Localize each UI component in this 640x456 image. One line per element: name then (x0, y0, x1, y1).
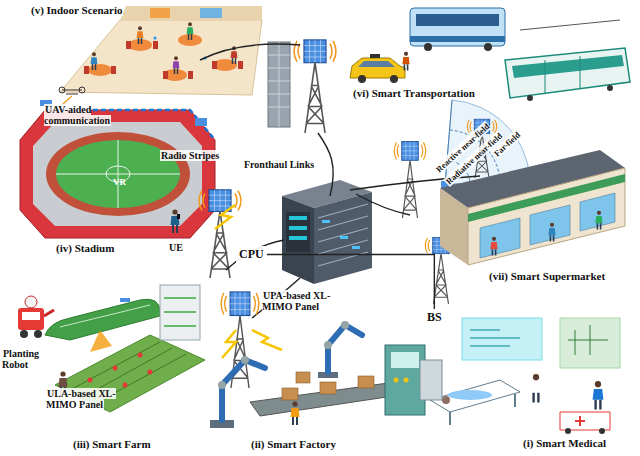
label-text: Radio Stripes (160, 150, 220, 161)
node-text: CPU (239, 247, 264, 261)
node-text: BS (427, 310, 442, 324)
label-text: Fronthaul Links (243, 159, 315, 170)
component-label: BS (424, 309, 445, 326)
scenario-label: Planting Robot (2, 348, 50, 370)
scenario-label: UE (168, 242, 184, 253)
label-text: (iv) Stadium (55, 242, 115, 254)
label-text: (v) Indoor Scenario (30, 4, 123, 16)
scenario-label: ULA-based XL-MIMO Panel (46, 388, 126, 410)
scenario-label: VR (112, 178, 127, 188)
label-text: Planting Robot (2, 348, 39, 370)
scenario-label: UPA-based XL-MIMO Panel (262, 290, 342, 312)
label-text: (i) Smart Medical (522, 437, 607, 449)
scenario-label: Fronthaul Links (243, 159, 315, 170)
scenario-label: (ii) Smart Factory (250, 438, 337, 450)
label-text: (vi) Smart Transportation (352, 87, 476, 99)
scenario-label: (iv) Stadium (55, 242, 115, 254)
label-text: ULA-based XL-MIMO Panel (46, 388, 116, 410)
label-text: (ii) Smart Factory (250, 438, 337, 450)
label-text: (iii) Smart Farm (72, 438, 152, 450)
scenario-label: (vii) Smart Supermarket (488, 270, 606, 282)
component-label: CPU (236, 246, 267, 263)
scenario-label: UAV-aided communication (44, 104, 118, 126)
scenario-label: (vi) Smart Transportation (352, 87, 476, 99)
label-text: UPA-based XL-MIMO Panel (262, 290, 330, 312)
scenario-label: (i) Smart Medical (522, 437, 607, 449)
label-text: (vii) Smart Supermarket (488, 270, 606, 282)
label-text: UE (168, 242, 184, 253)
label-text: VR (112, 177, 127, 187)
scenario-label: (v) Indoor Scenario (30, 4, 123, 16)
label-text: UAV-aided communication (44, 104, 111, 126)
scenario-label: Radio Stripes (160, 150, 220, 161)
scenario-label: (iii) Smart Farm (72, 438, 152, 450)
